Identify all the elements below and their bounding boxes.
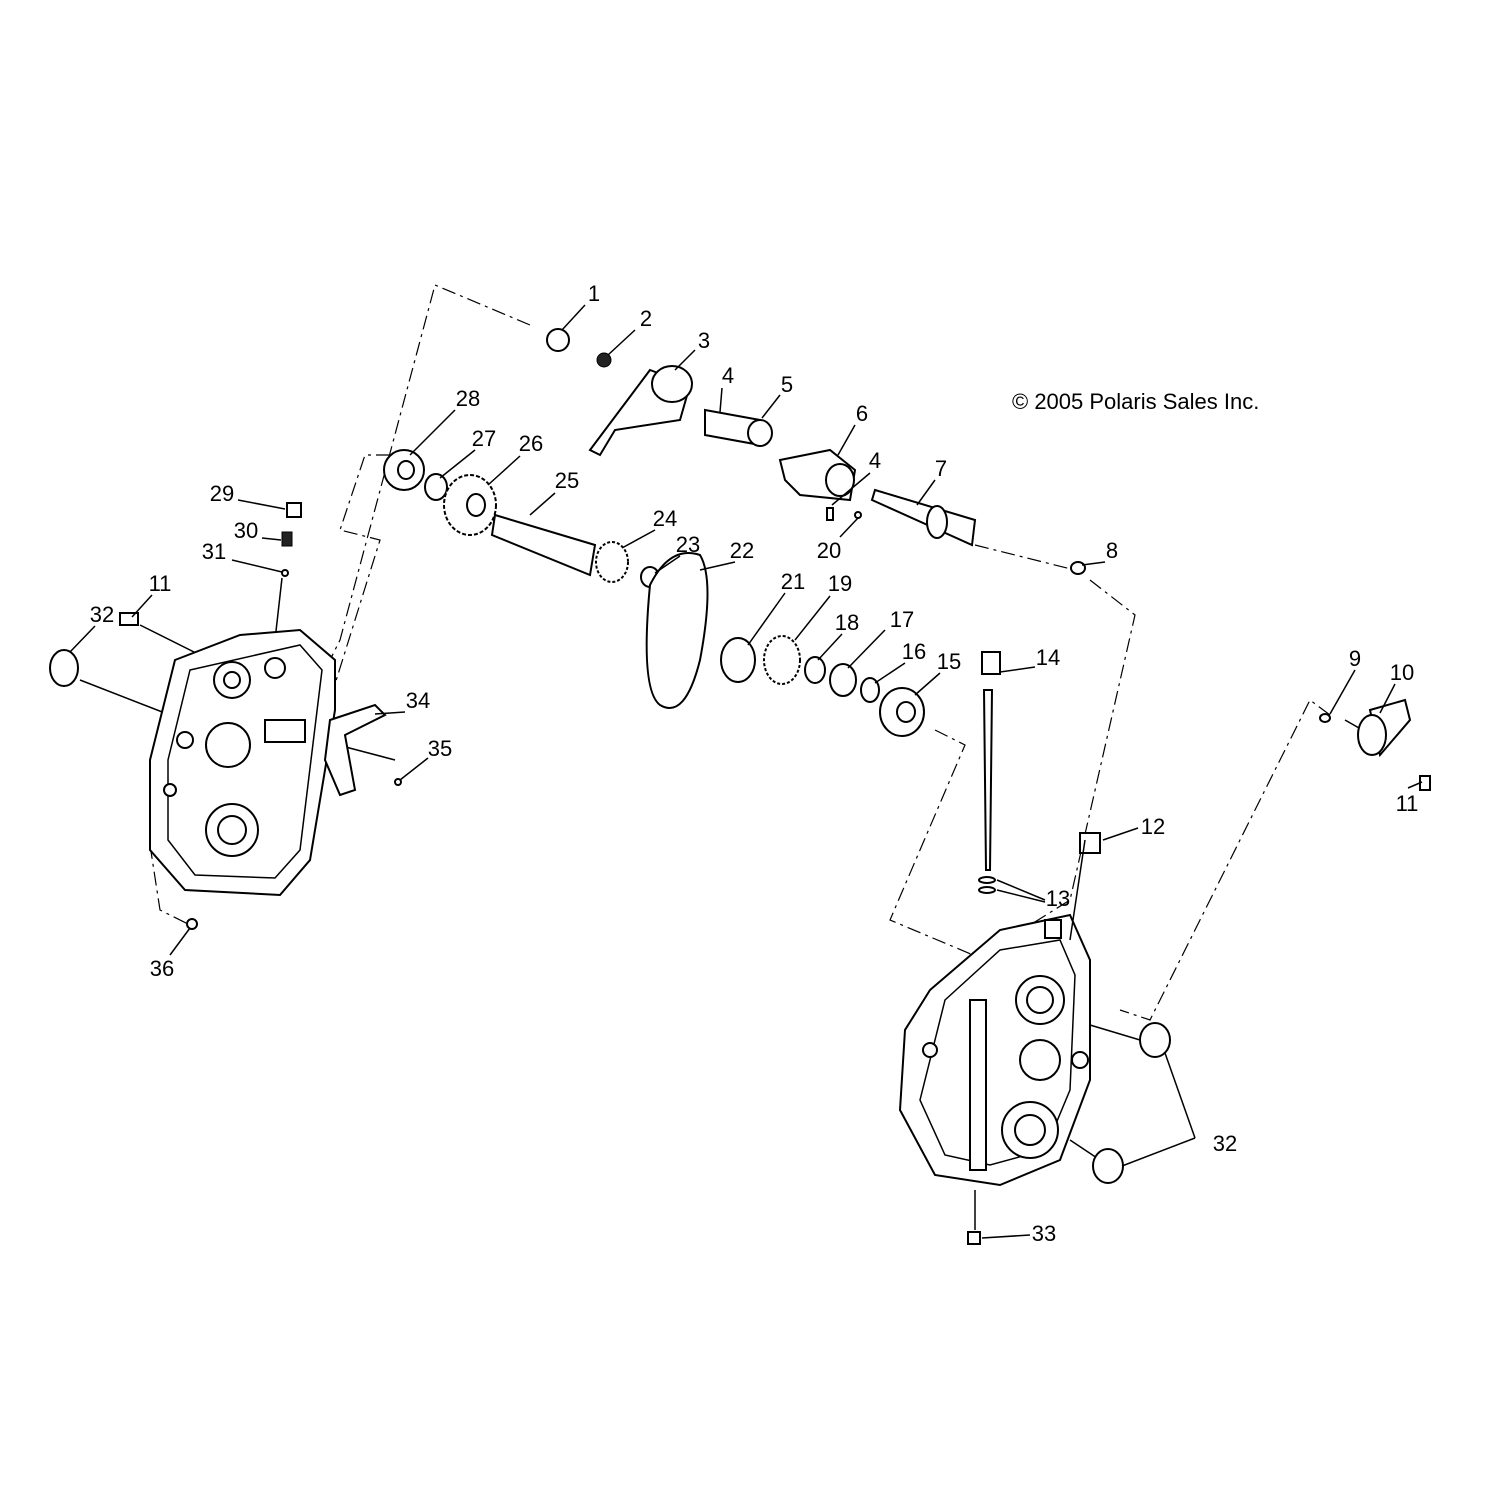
lever-34 [323, 703, 387, 797]
plug-29 [286, 502, 302, 518]
callout-32: 32 [90, 602, 114, 627]
callout-9: 9 [1349, 646, 1361, 671]
seal-32-right-b [1092, 1148, 1124, 1184]
key-4 [826, 507, 834, 521]
callout-24: 24 [653, 506, 677, 531]
nut-1 [546, 328, 570, 352]
sprocket-21 [720, 637, 756, 683]
callout-10: 10 [1390, 660, 1414, 685]
dipstick-14 [982, 689, 994, 871]
plug-36 [186, 918, 198, 930]
right-gearcase-housing [898, 913, 1091, 1187]
callout-25: 25 [555, 468, 579, 493]
callout-29: 29 [210, 481, 234, 506]
washer-17 [829, 663, 857, 697]
ball-20 [854, 511, 862, 519]
bushing-18 [804, 656, 826, 684]
callout-23: 23 [676, 532, 700, 557]
callout-21: 21 [781, 569, 805, 594]
callout-17: 17 [890, 607, 914, 632]
leader-lines [69, 304, 1423, 1239]
callout-11b: 11 [1396, 791, 1419, 816]
bolt-11-left [119, 612, 139, 626]
callout-30: 30 [234, 518, 258, 543]
clip-2 [596, 352, 612, 368]
callout-16: 16 [902, 639, 926, 664]
callout-11: 11 [149, 571, 172, 596]
callout-18: 18 [835, 610, 859, 635]
callout-1: 1 [588, 281, 600, 306]
drain-plug-33 [967, 1231, 981, 1245]
screw-35 [394, 778, 402, 786]
callout-labels: 1 2 3 4 5 6 4 7 20 8 28 27 26 25 24 23 2… [90, 281, 1419, 1246]
callout-7: 7 [935, 456, 947, 481]
callout-33: 33 [1032, 1221, 1056, 1246]
callout-19: 19 [828, 571, 852, 596]
washer-9 [1319, 713, 1331, 723]
callout-35: 35 [428, 736, 452, 761]
callout-4: 4 [722, 363, 734, 388]
callout-22: 22 [730, 538, 754, 563]
callout-3: 3 [698, 328, 710, 353]
callout-6: 6 [856, 401, 868, 426]
callout-14: 14 [1036, 645, 1060, 670]
callout-34: 34 [406, 688, 430, 713]
callout-12: 12 [1141, 814, 1165, 839]
chain-22 [645, 552, 709, 709]
washer-8 [1070, 561, 1086, 575]
shaft-7 [870, 488, 977, 547]
callout-13: 13 [1046, 886, 1070, 911]
callout-8: 8 [1106, 538, 1118, 563]
callout-26: 26 [519, 431, 543, 456]
callout-36: 36 [150, 956, 174, 981]
callout-27: 27 [472, 426, 496, 451]
left-gearcase-housing [149, 628, 336, 897]
callout-32b: 32 [1213, 1131, 1237, 1156]
callout-2: 2 [640, 306, 652, 331]
plug-12 [1079, 832, 1101, 854]
ring-16 [860, 677, 880, 703]
callout-4b: 4 [869, 448, 881, 473]
callout-5: 5 [781, 372, 793, 397]
callout-20: 20 [817, 538, 841, 563]
ball-31 [281, 569, 289, 577]
copyright-notice: © 2005 Polaris Sales Inc. [1012, 389, 1259, 414]
seal-32-right-a [1139, 1022, 1171, 1058]
callout-31: 31 [202, 539, 226, 564]
o-ring-13 [978, 876, 996, 884]
callout-15: 15 [937, 649, 961, 674]
gear-24 [595, 541, 629, 583]
shaft-25 [490, 513, 597, 577]
callout-28: 28 [456, 386, 480, 411]
washer-27 [424, 473, 448, 501]
gear-19 [763, 635, 801, 685]
parts [49, 328, 1431, 1245]
seal-32-left [49, 649, 79, 687]
spring-30 [281, 531, 293, 547]
